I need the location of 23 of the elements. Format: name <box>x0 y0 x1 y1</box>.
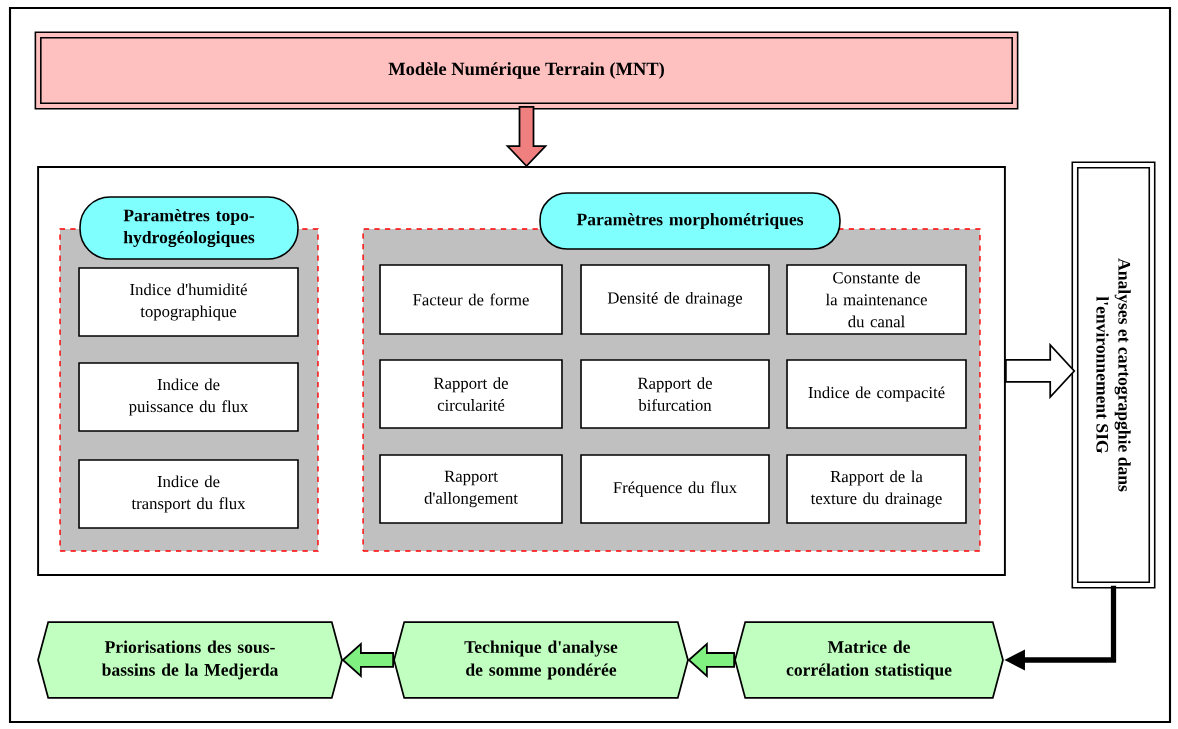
heading-pill: Paramètres morphométriques <box>539 192 841 250</box>
block-arrow <box>505 105 548 168</box>
parameter-box: Rapport de circularité <box>379 359 563 429</box>
parameter-box: Rapport d'allongement <box>379 454 563 524</box>
block-arrow <box>341 642 394 678</box>
block-arrow <box>687 642 735 678</box>
parameter-box: Indice de puissance du flux <box>78 362 299 432</box>
parameter-box: Densité de drainage <box>580 264 770 335</box>
vertical-box: Analyses et cartograpghie dans l'environnement SIG <box>1071 161 1156 589</box>
parameter-box: Indice de transport du flux <box>78 459 299 529</box>
title-box: Modèle Numérique Terrain (MNT) <box>34 31 1019 110</box>
parameter-box: Rapport de la texture du drainage <box>786 454 967 524</box>
parameter-box: Facteur de forme <box>379 264 563 335</box>
block-arrow <box>1005 342 1076 400</box>
parameter-box: Rapport de bifurcation <box>580 359 770 429</box>
step-box: Matrice de corrélation statistique <box>734 621 1004 699</box>
step-box: Technique d'analyse de somme pondérée <box>393 621 689 699</box>
parameter-box: Fréquence du flux <box>580 454 770 524</box>
parameter-box: Constante de la maintenance du canal <box>786 264 967 335</box>
step-box: Priorisations des sous-bassins de la Medjerda <box>37 621 343 699</box>
parameter-box: Indice d'humidité topographique <box>78 267 299 337</box>
heading-pill: Paramètres topo-hydrogéologiques <box>79 196 299 260</box>
parameter-box: Indice de compacité <box>786 359 967 429</box>
